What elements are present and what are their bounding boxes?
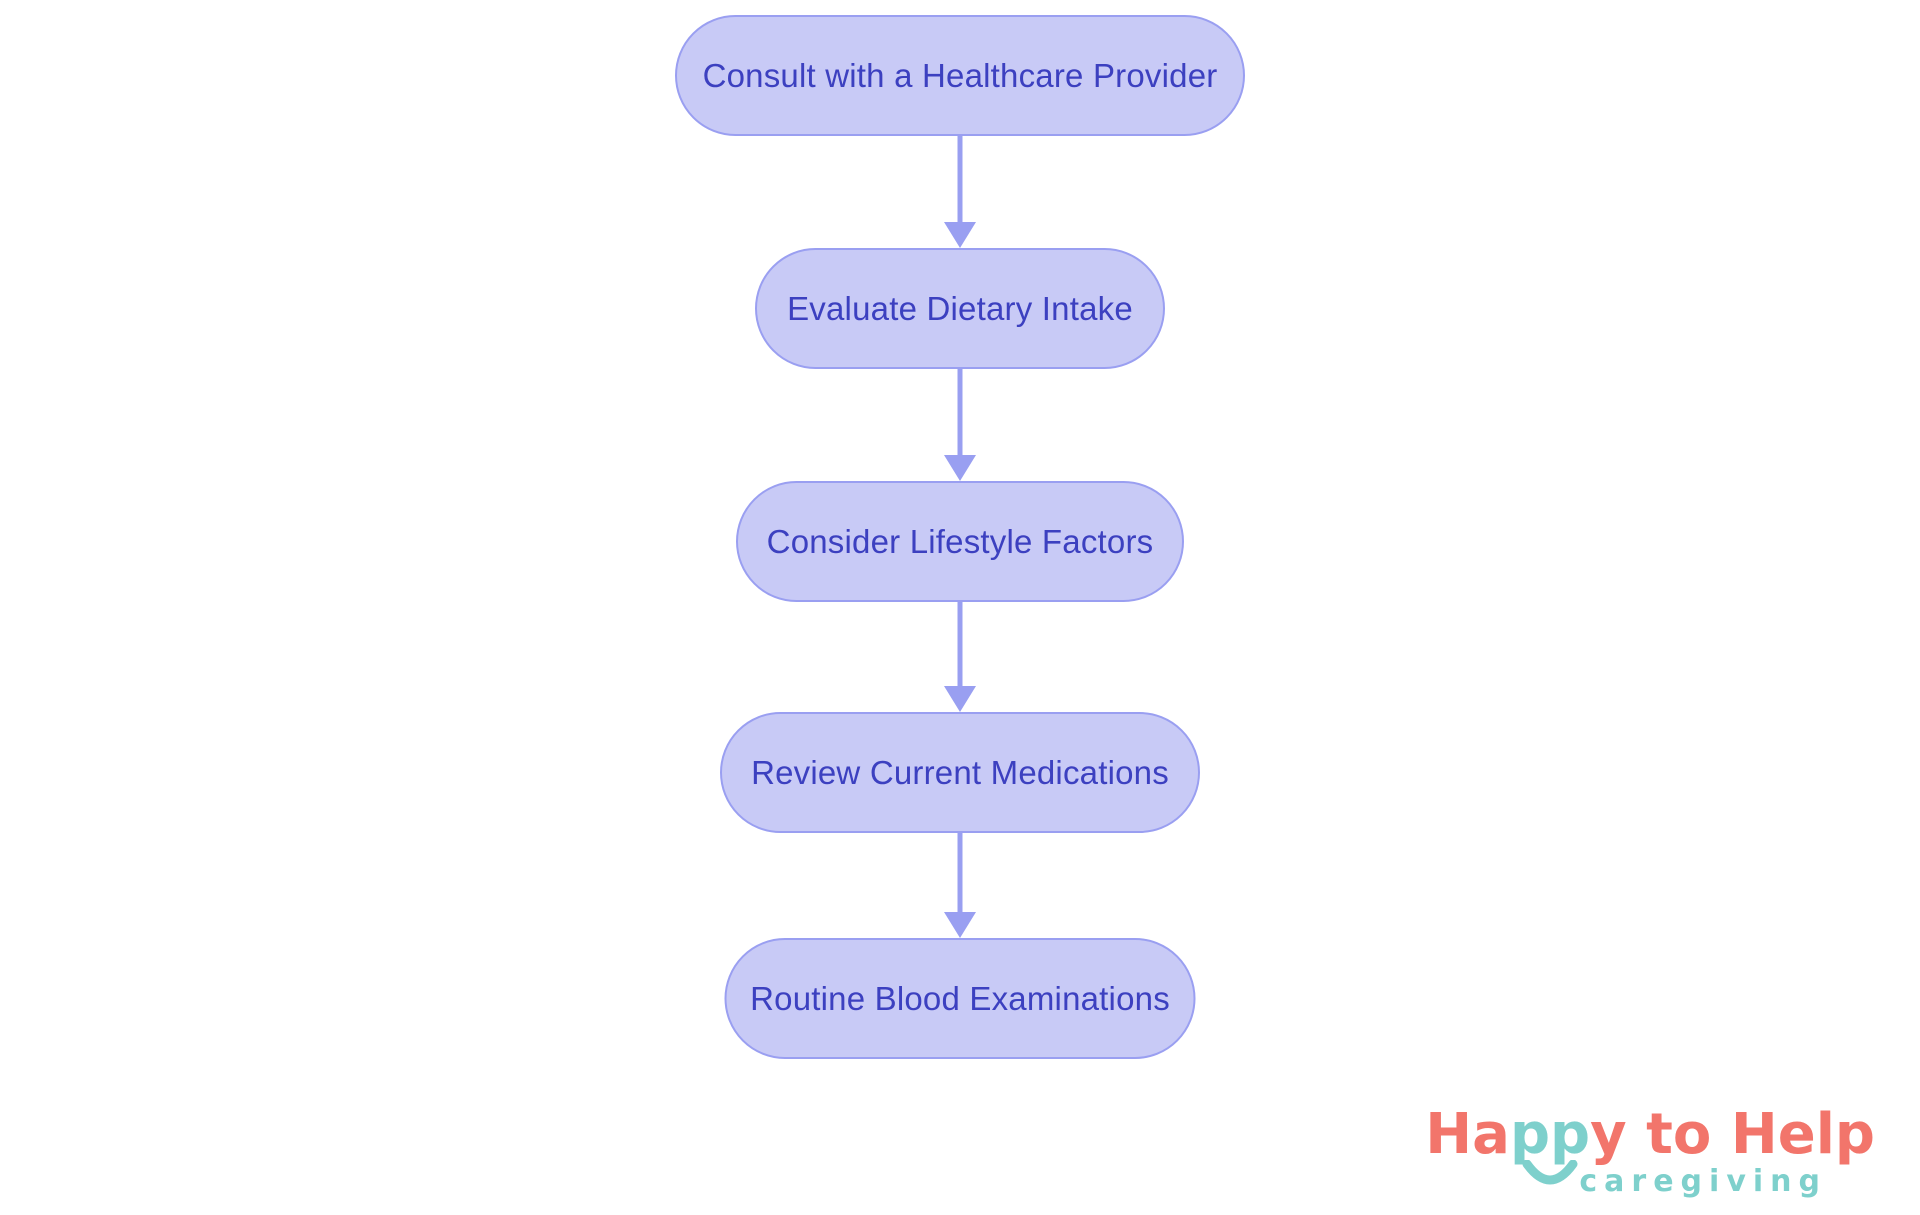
flowchart-node-consult-provider: Consult with a Healthcare Provider: [675, 15, 1245, 136]
arrow-down-icon: [944, 222, 976, 248]
node-label: Evaluate Dietary Intake: [787, 289, 1133, 327]
node-label: Review Current Medications: [751, 753, 1169, 791]
flowchart-node-blood-examinations: Routine Blood Examinations: [724, 938, 1196, 1059]
flow-arrow-line-1: [957, 136, 963, 222]
arrow-down-icon: [944, 686, 976, 712]
logo-wordmark-part2-wrap: pp: [1509, 1102, 1591, 1185]
flow-arrow-line-2: [957, 369, 963, 455]
arrow-down-icon: [944, 912, 976, 938]
node-label: Consult with a Healthcare Provider: [702, 56, 1218, 94]
node-label: Consider Lifestyle Factors: [766, 522, 1154, 560]
flow-arrow-line-3: [957, 602, 963, 686]
arrow-down-icon: [944, 455, 976, 481]
flowchart-node-lifestyle-factors: Consider Lifestyle Factors: [736, 481, 1184, 602]
flowchart-node-current-medications: Review Current Medications: [720, 712, 1200, 833]
flow-arrow-line-4: [957, 833, 963, 912]
flowchart-node-dietary-intake: Evaluate Dietary Intake: [755, 248, 1165, 369]
logo-subtitle: caregiving: [1579, 1164, 1827, 1199]
smile-icon: [1522, 1160, 1578, 1185]
logo-wordmark-part3: y to Help: [1590, 1102, 1875, 1168]
node-label: Routine Blood Examinations: [750, 979, 1170, 1017]
logo-wordmark-part1: Ha: [1425, 1102, 1510, 1168]
logo-wordmark-part2: pp: [1509, 1102, 1591, 1168]
